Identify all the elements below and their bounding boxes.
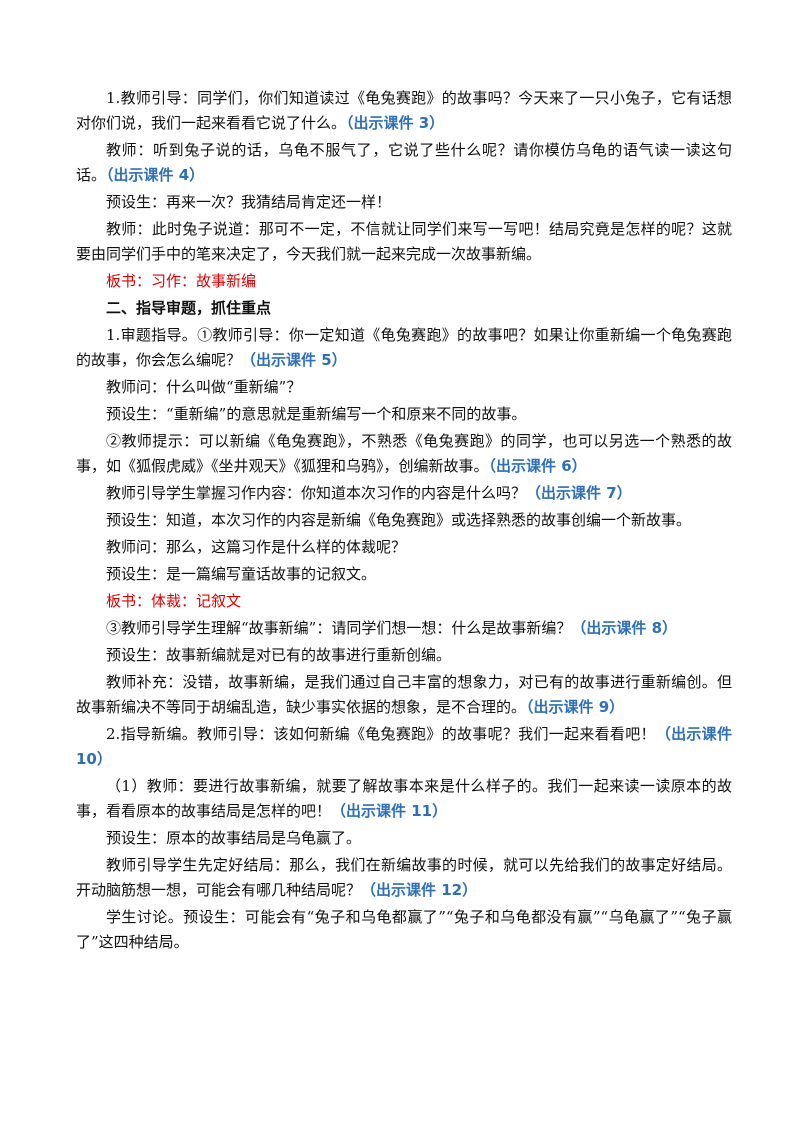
paragraph: 教师问：那么，这篇习作是什么样的体裁呢？ <box>76 535 732 560</box>
paragraph: 预设生：故事新编就是对已有的故事进行重新创编。 <box>76 643 732 668</box>
paragraph: 1.审题指导。①教师引导：你一定知道《龟兔赛跑》的故事吧？如果让你重新编一个龟兔… <box>76 323 732 373</box>
paragraph-text: 学生讨论。预设生：可能会有“兔子和乌龟都赢了”“兔子和乌龟都没有赢”“乌龟赢了”… <box>76 908 732 951</box>
courseware-hint: （出示课件 4） <box>106 166 205 184</box>
paragraph-text: ②教师提示：可以新编《龟兔赛跑》，不熟悉《龟兔赛跑》的同学，也可以另选一个熟悉的… <box>76 432 732 475</box>
paragraph: 教师：听到兔子说的话，乌龟不服气了，它说了些什么呢？请你模仿乌龟的语气读一读这句… <box>76 138 732 188</box>
paragraph-text: 预设生：原本的故事结局是乌龟赢了。 <box>106 829 362 847</box>
courseware-hint: （出示课件 8） <box>571 619 678 637</box>
paragraph: 教师补充：没错，故事新编，是我们通过自己丰富的想象力，对已有的故事进行重新编创。… <box>76 670 732 720</box>
paragraph-text: 预设生：是一篇编写童话故事的记叙文。 <box>106 565 377 583</box>
paragraph-text: 1.教师引导：同学们，你们知道读过《龟兔赛跑》的故事吗？今天来了一只小兔子，它有… <box>76 89 732 132</box>
courseware-hint: （出示课件 5） <box>241 351 347 369</box>
paragraph-text: 教师问：那么，这篇习作是什么样的体裁呢？ <box>106 538 407 556</box>
paragraph: 预设生：是一篇编写童话故事的记叙文。 <box>76 562 732 587</box>
section-heading: 二、指导审题，抓住重点 <box>106 299 272 317</box>
paragraph-text: 预设生：“重新编”的意思就是重新编写一个和原来不同的故事。 <box>106 405 527 423</box>
paragraph: 教师问：什么叫做“重新编”？ <box>76 375 732 400</box>
paragraph: 教师引导学生先定好结局：那么，我们在新编故事的时候，就可以先给我们的故事定好结局… <box>76 853 732 903</box>
paragraph: 预设生：再来一次？我猜结局肯定还一样！ <box>76 190 732 215</box>
paragraph: 学生讨论。预设生：可能会有“兔子和乌龟都赢了”“兔子和乌龟都没有赢”“乌龟赢了”… <box>76 905 732 955</box>
paragraph: 预设生：原本的故事结局是乌龟赢了。 <box>76 826 732 851</box>
courseware-hint: （出示课件 9） <box>526 698 625 716</box>
paragraph-text: 教师引导学生先定好结局：那么，我们在新编故事的时候，就可以先给我们的故事定好结局… <box>76 856 732 899</box>
paragraph-text: （1）教师：要进行故事新编，就要了解故事本来是什么样子的。我们一起来读一读原本的… <box>76 777 732 820</box>
paragraph-text: 预设生：知道，本次习作的内容是新编《龟兔赛跑》或选择熟悉的故事创编一个新故事。 <box>106 511 692 529</box>
courseware-hint: （出示课件 3） <box>346 114 445 132</box>
paragraph: 教师引导学生掌握习作内容：你知道本次习作的内容是什么吗？（出示课件 7） <box>76 481 732 506</box>
paragraph: 预设生：知道，本次习作的内容是新编《龟兔赛跑》或选择熟悉的故事创编一个新故事。 <box>76 508 732 533</box>
courseware-hint: （出示课件 6） <box>488 457 587 475</box>
paragraph: 2.指导新编。教师引导：该如何新编《龟兔赛跑》的故事呢？我们一起来看看吧！（出示… <box>76 722 732 772</box>
paragraph: 预设生：“重新编”的意思就是重新编写一个和原来不同的故事。 <box>76 402 732 427</box>
courseware-hint: （出示课件 7） <box>526 484 632 502</box>
paragraph-text: ③教师引导学生理解“故事新编”：请同学们想一想：什么是故事新编？ <box>106 619 572 637</box>
paragraph-text: 教师：听到兔子说的话，乌龟不服气了，它说了些什么呢？请你模仿乌龟的语气读一读这句… <box>76 141 732 184</box>
courseware-hint: （出示课件 10） <box>76 725 732 768</box>
paragraph-text: 教师引导学生掌握习作内容：你知道本次习作的内容是什么吗？ <box>106 484 527 502</box>
paragraph-text: 预设生：再来一次？我猜结局肯定还一样！ <box>106 193 392 211</box>
paragraph: ②教师提示：可以新编《龟兔赛跑》，不熟悉《龟兔赛跑》的同学，也可以另选一个熟悉的… <box>76 429 732 479</box>
blackboard-note: 板书：习作：故事新编 <box>106 272 257 290</box>
paragraph-text: 教师问：什么叫做“重新编”？ <box>106 378 302 396</box>
blackboard-note: 板书：体裁：记叙文 <box>106 592 242 610</box>
courseware-hint: （出示课件 12） <box>361 881 478 899</box>
paragraph-text: 1.审题指导。①教师引导：你一定知道《龟兔赛跑》的故事吧？如果让你重新编一个龟兔… <box>76 326 732 369</box>
paragraph-text: 教师：此时兔子说道：那可不一定，不信就让同学们来写一写吧！结局究竟是怎样的呢？这… <box>76 220 732 263</box>
paragraph-text: 2.指导新编。教师引导：该如何新编《龟兔赛跑》的故事呢？我们一起来看看吧！ <box>106 725 656 743</box>
document-page: 1.教师引导：同学们，你们知道读过《龟兔赛跑》的故事吗？今天来了一只小兔子，它有… <box>76 86 732 957</box>
paragraph: 1.教师引导：同学们，你们知道读过《龟兔赛跑》的故事吗？今天来了一只小兔子，它有… <box>76 86 732 136</box>
paragraph: 教师：此时兔子说道：那可不一定，不信就让同学们来写一写吧！结局究竟是怎样的呢？这… <box>76 217 732 267</box>
paragraph-text: 预设生：故事新编就是对已有的故事进行重新创编。 <box>106 646 452 664</box>
paragraph: （1）教师：要进行故事新编，就要了解故事本来是什么样子的。我们一起来读一读原本的… <box>76 774 732 824</box>
courseware-hint: （出示课件 11） <box>331 802 448 820</box>
paragraph: ③教师引导学生理解“故事新编”：请同学们想一想：什么是故事新编？（出示课件 8） <box>76 616 732 641</box>
paragraph-text: 教师补充：没错，故事新编，是我们通过自己丰富的想象力，对已有的故事进行重新编创。… <box>76 673 732 716</box>
